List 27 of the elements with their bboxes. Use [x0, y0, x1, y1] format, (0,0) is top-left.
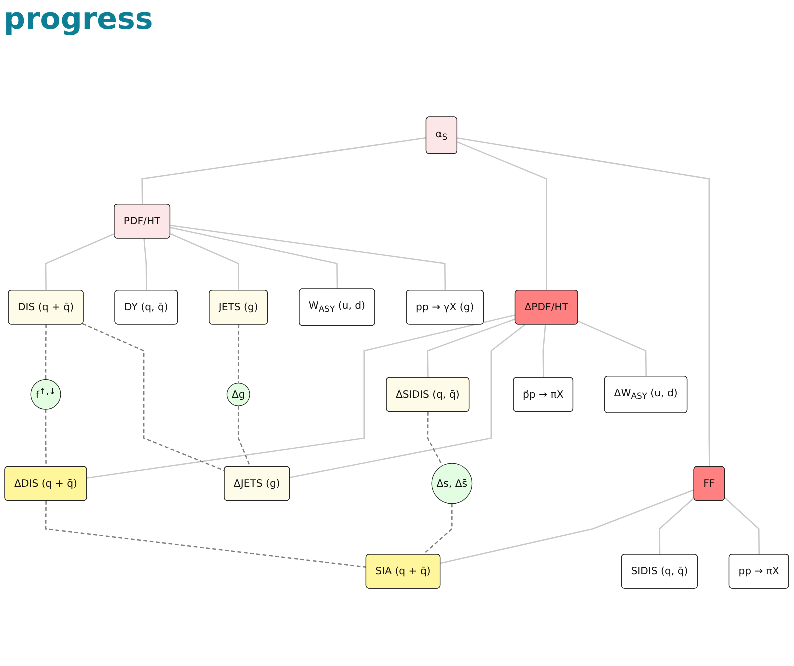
node-circle — [432, 463, 473, 504]
connector — [144, 238, 148, 291]
connector — [170, 227, 338, 290]
connector — [440, 490, 695, 564]
connector — [659, 498, 695, 555]
connector — [724, 498, 760, 555]
connector — [290, 324, 526, 479]
connector — [142, 138, 427, 205]
node-circle — [226, 383, 250, 407]
connector — [87, 314, 516, 480]
connector — [457, 142, 548, 291]
connector — [170, 234, 240, 291]
connector — [238, 406, 252, 468]
flowchart-drawing: α$_{S}$ PDF/HT DIS (q + q̄) DY (q, q̄) JETS (g) W$_{ASY}$ (u, d) pp → γX (g) ΔPDF/HT f$^{↑,↓}$ Δg ΔSIDIS (q, q̄) p⃗p → πX ΔW$_{ASY}$ (u, d) ΔDIS (q + q̄) ΔJETS (g) Δs, Δs̄ FF SIA (q + q̄) SIDIS (q, q̄) pp → πX — [0, 112, 794, 594]
connector — [457, 138, 710, 468]
connector — [170, 225, 446, 291]
connector — [45, 501, 367, 568]
connector — [45, 324, 47, 380]
node-circle — [30, 380, 62, 410]
connector — [578, 321, 647, 377]
connector — [238, 324, 240, 384]
connector — [427, 412, 444, 466]
connector — [542, 324, 546, 378]
connector — [45, 234, 115, 291]
connector — [427, 318, 516, 378]
connector — [422, 504, 453, 556]
diagram-title: progress — [4, 2, 154, 37]
